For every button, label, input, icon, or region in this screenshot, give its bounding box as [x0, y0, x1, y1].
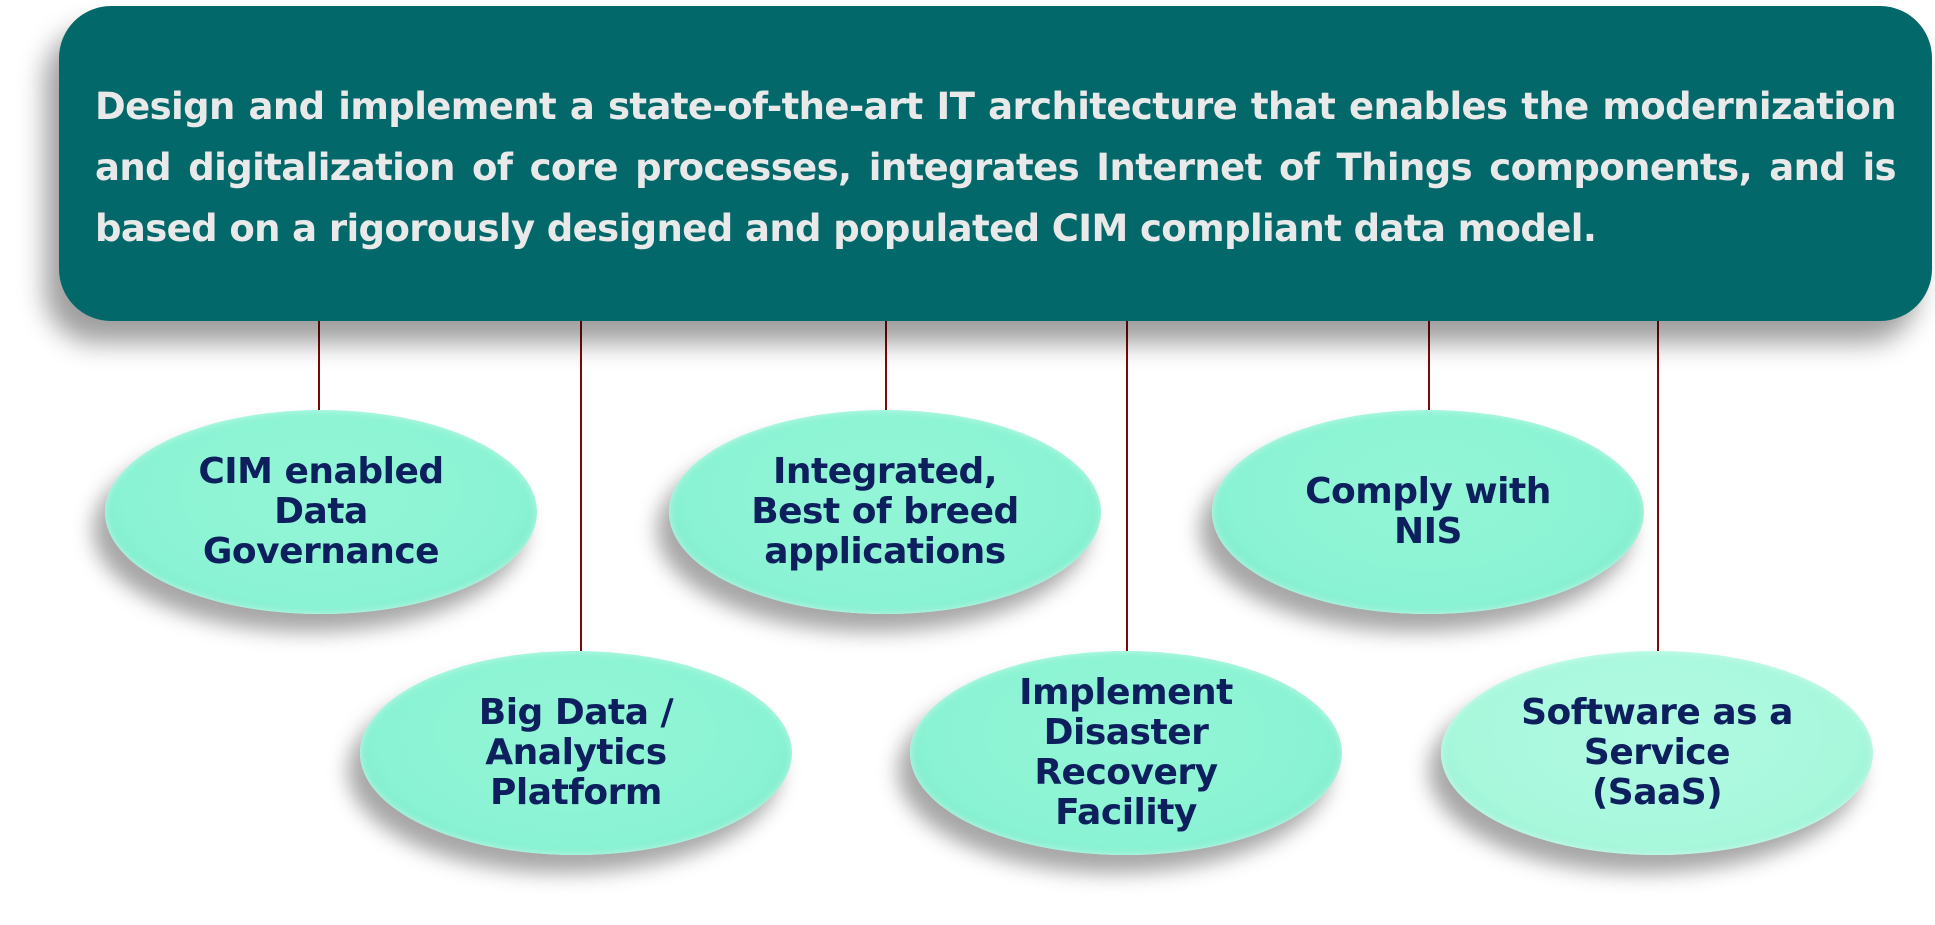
objective-comply-nis: Comply with NIS [1212, 410, 1644, 614]
connector-line [580, 321, 582, 651]
objective-label: Comply with NIS [1305, 471, 1551, 552]
connector-line [1126, 321, 1128, 651]
objective-label: Integrated, Best of breed applications [751, 451, 1019, 572]
objective-label: Big Data / Analytics Platform [478, 692, 674, 813]
objective-integrated-applications: Integrated, Best of breed applications [669, 410, 1101, 614]
objective-label: Implement Disaster Recovery Facility [1019, 672, 1233, 833]
connector-line [318, 321, 320, 410]
connector-line [1428, 321, 1430, 410]
goal-box: Design and implement a state-of-the-art … [59, 6, 1932, 321]
objective-label: Software as a Service (SaaS) [1521, 692, 1793, 813]
goal-text: Design and implement a state-of-the-art … [95, 85, 1897, 250]
connector-line [885, 321, 887, 410]
objective-saas: Software as a Service (SaaS) [1441, 651, 1873, 855]
objective-label: CIM enabled Data Governance [198, 451, 444, 572]
objective-cim-data-governance: CIM enabled Data Governance [105, 410, 537, 614]
connector-line [1657, 321, 1659, 651]
objective-big-data-analytics: Big Data / Analytics Platform [360, 651, 792, 855]
objective-disaster-recovery: Implement Disaster Recovery Facility [910, 651, 1342, 855]
